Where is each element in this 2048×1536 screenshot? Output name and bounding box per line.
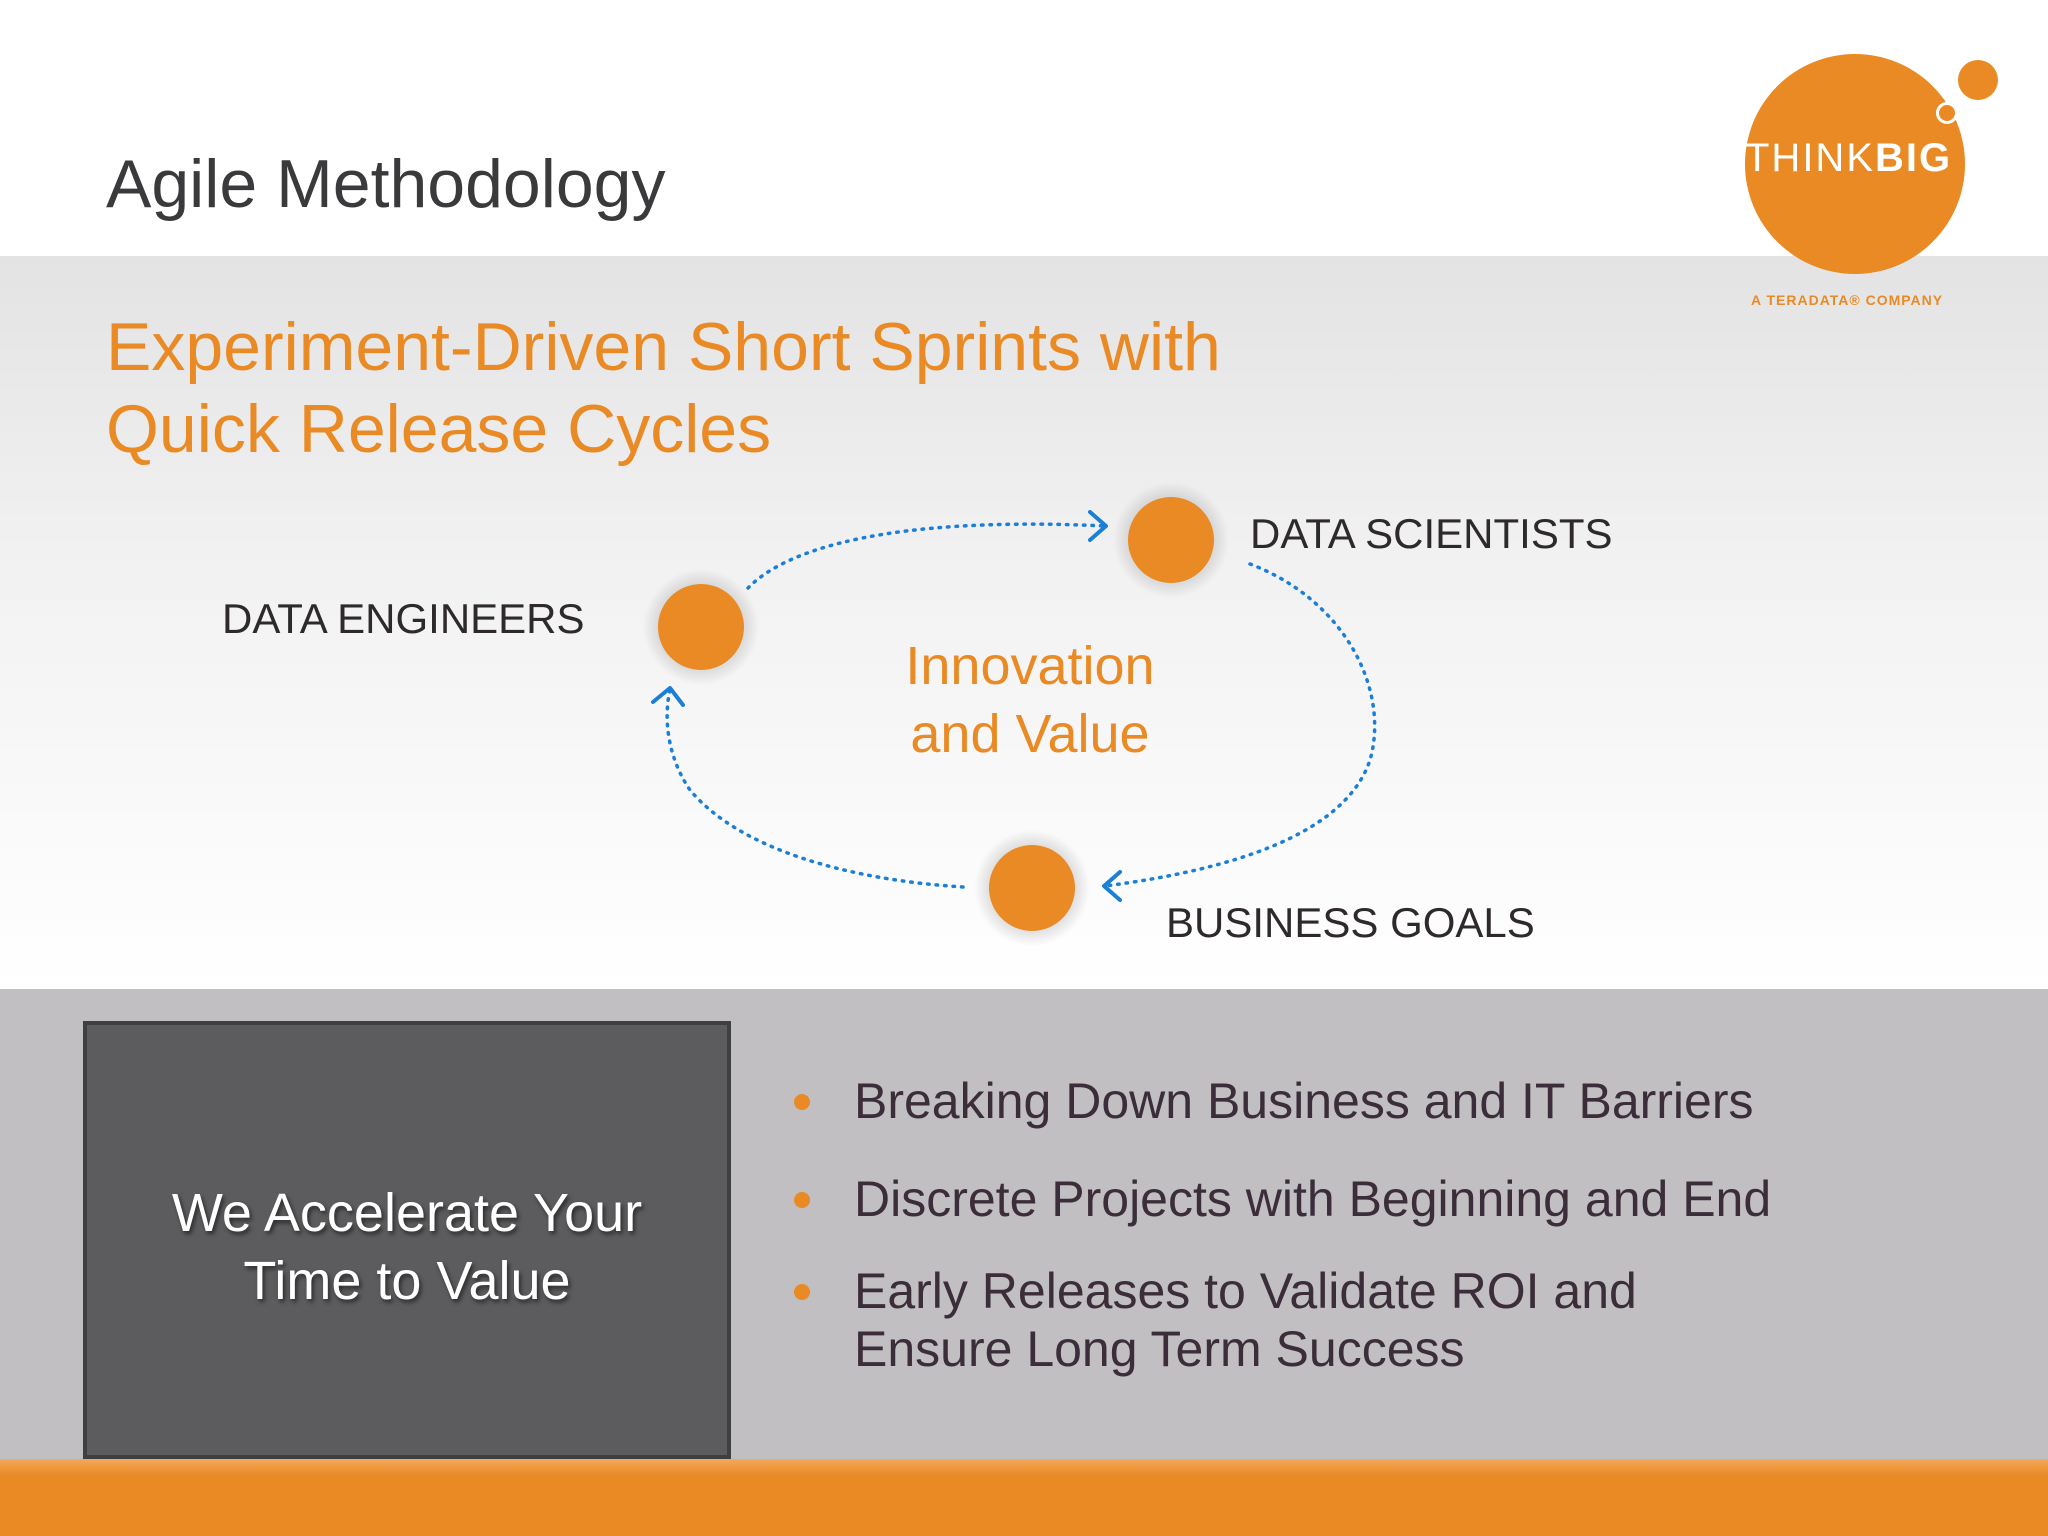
bullet-3-line-2: Ensure Long Term Success (854, 1321, 1465, 1377)
bullet-text: Early Releases to Validate ROI and Ensur… (854, 1262, 1990, 1378)
logo-dot-large (1958, 60, 1998, 100)
center-label: Innovation and Value (880, 632, 1180, 768)
label-business-goals: BUSINESS GOALS (1166, 899, 1535, 946)
bullet-text: Breaking Down Business and IT Barriers (854, 1072, 1990, 1130)
bullet-dot (794, 1094, 810, 1110)
bullet-item: Breaking Down Business and IT Barriers (790, 1072, 1990, 1130)
bullet-item: Discrete Projects with Beginning and End (790, 1170, 1990, 1228)
subtitle-line-1: Experiment-Driven Short Sprints with (106, 309, 1221, 385)
bullet-text: Discrete Projects with Beginning and End (854, 1170, 1990, 1228)
node-data-engineers (658, 584, 744, 670)
logo-wordmark-light: THINK (1745, 136, 1875, 180)
callout-box: We Accelerate Your Time to Value (83, 1021, 731, 1459)
bullet-2-line-1: Discrete Projects with Beginning and End (854, 1171, 1772, 1227)
logo-wordmark: THINKBIG (1745, 138, 1995, 178)
flow-arrow-business-to-engineers (665, 688, 965, 889)
center-label-line-1: Innovation (905, 636, 1155, 696)
bullet-item: Early Releases to Validate ROI and Ensur… (790, 1262, 1990, 1378)
label-data-engineers: DATA ENGINEERS (222, 595, 585, 642)
logo-dot-small (1936, 102, 1958, 124)
center-label-line-2: and Value (910, 704, 1150, 764)
logo-tagline: A TERADATA® COMPANY (1751, 292, 1944, 308)
bullet-3-line-1: Early Releases to Validate ROI and (854, 1263, 1637, 1319)
bullet-1-line-1: Breaking Down Business and IT Barriers (854, 1073, 1754, 1129)
callout-line-2: Time to Value (243, 1251, 571, 1311)
arrowhead-at-engineers (651, 686, 685, 707)
bullet-dot (794, 1284, 810, 1300)
flow-arrow-engineers-to-scientists (746, 522, 1107, 590)
callout-line-1: We Accelerate Your (171, 1183, 643, 1243)
subtitle-line-2: Quick Release Cycles (106, 391, 772, 467)
slide-header: Agile Methodology (0, 0, 2048, 256)
arrowhead-at-business (1102, 870, 1122, 902)
bullet-dot (794, 1192, 810, 1208)
node-business-goals (989, 845, 1075, 931)
arrowhead-at-scientists (1088, 510, 1108, 542)
thinkbig-logo: THINKBIG A TERADATA® COMPANY (1745, 50, 1998, 310)
bullet-list: Breaking Down Business and IT Barriers D… (790, 1072, 1990, 1378)
node-data-scientists (1128, 497, 1214, 583)
flow-arrow-scientists-to-business (1103, 562, 1377, 888)
footer-orange-bar (0, 1459, 2048, 1536)
slide-title: Agile Methodology (106, 146, 666, 222)
slide-subtitle: Experiment-Driven Short Sprints with Qui… (106, 306, 1221, 470)
label-data-scientists: DATA SCIENTISTS (1250, 510, 1613, 557)
logo-circle (1745, 54, 1965, 274)
callout-text: We Accelerate Your Time to Value (87, 1179, 727, 1315)
logo-wordmark-bold: BIG (1875, 136, 1953, 180)
